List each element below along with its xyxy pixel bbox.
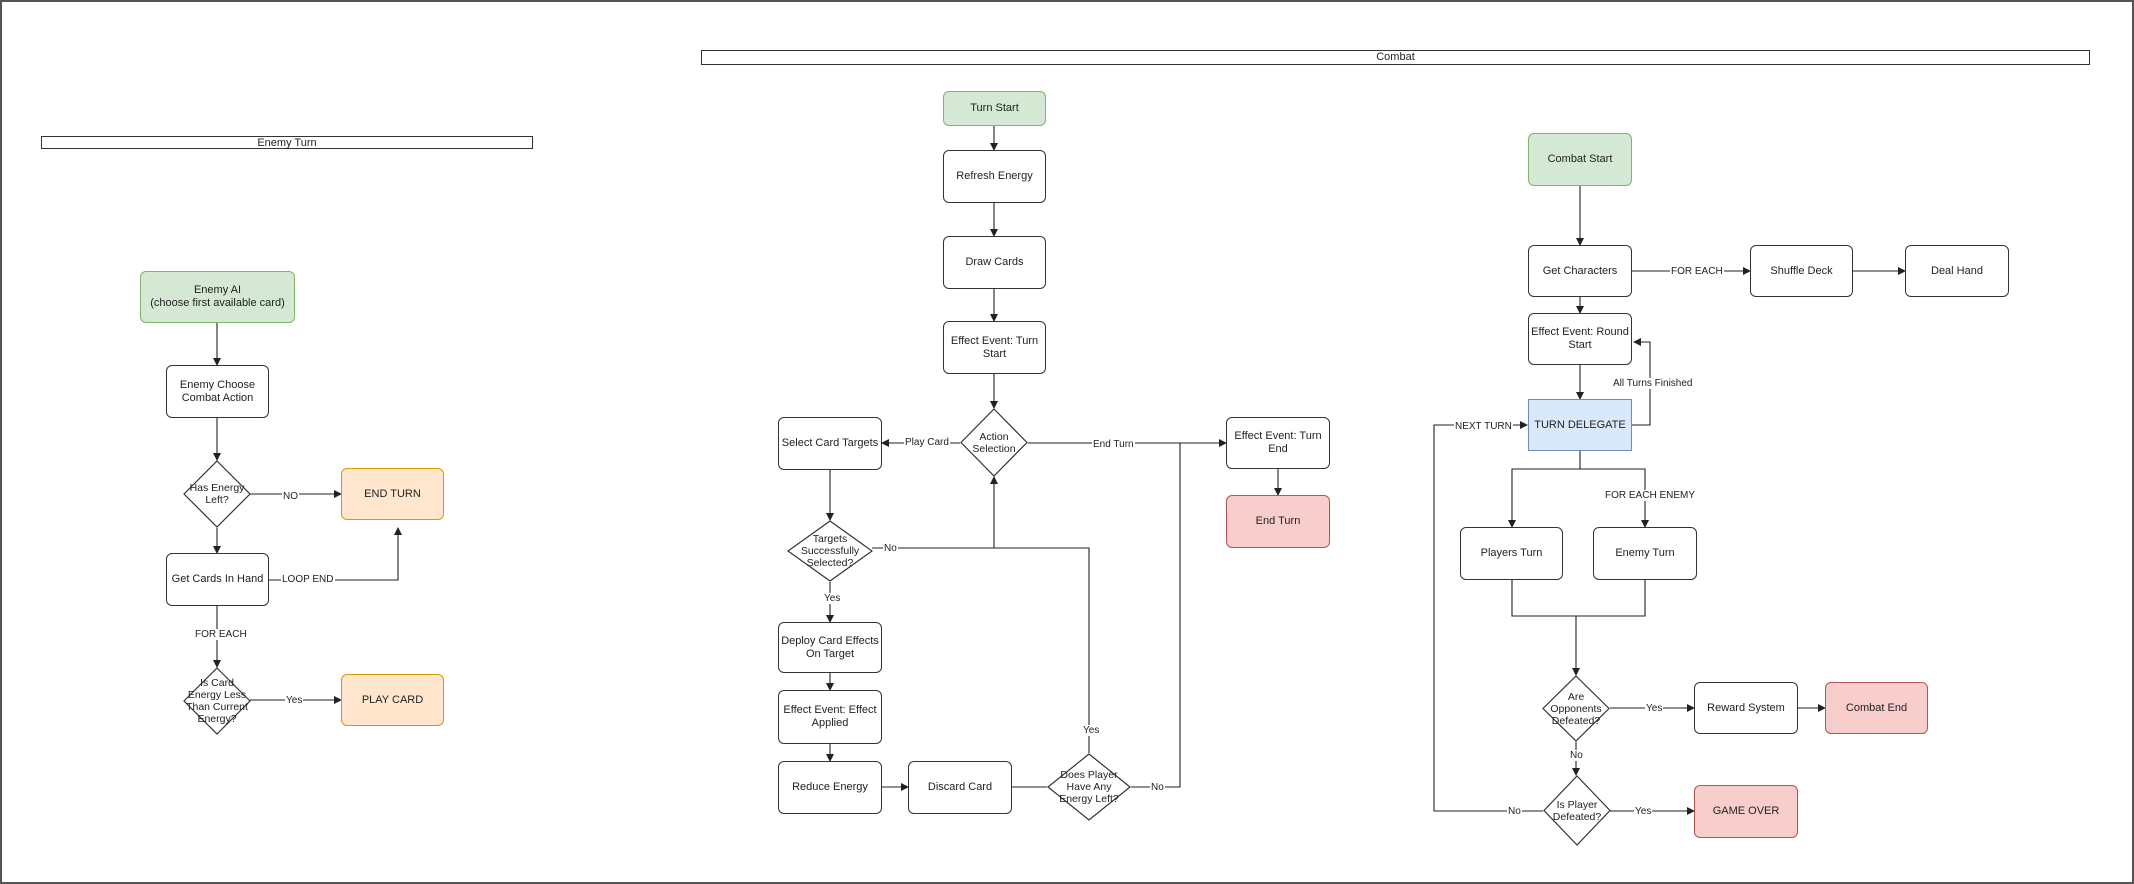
- node-players-turn[interactable]: Players Turn: [1460, 527, 1563, 580]
- node-effect-event-round-start[interactable]: Effect Event: Round Start: [1528, 313, 1632, 365]
- node-reduce-energy[interactable]: Reduce Energy: [778, 761, 882, 814]
- decision-is-card-energy-less[interactable]: Is Card Energy Less Than Current Energy?: [183, 667, 251, 735]
- node-deal-hand[interactable]: Deal Hand: [1905, 245, 2009, 297]
- node-reward-system[interactable]: Reward System: [1694, 682, 1798, 734]
- decision-label: Targets Successfully Selected?: [800, 533, 860, 569]
- decision-player-has-energy[interactable]: Does Player Have Any Energy Left?: [1047, 753, 1131, 821]
- node-select-card-targets[interactable]: Select Card Targets: [778, 417, 882, 470]
- edge-label-end-turn: End Turn: [1092, 439, 1135, 450]
- edge-targets-no: [872, 476, 998, 549]
- node-deploy-card-effects[interactable]: Deploy Card Effects On Target: [778, 622, 882, 673]
- node-refresh-energy[interactable]: Refresh Energy: [943, 150, 1046, 203]
- edge-label-energy-no: No: [1150, 782, 1165, 793]
- node-end-turn-enemy[interactable]: END TURN: [341, 468, 444, 520]
- node-discard-card[interactable]: Discard Card: [908, 761, 1012, 814]
- edge-label-opponents-no: No: [1569, 750, 1584, 761]
- node-shuffle-deck[interactable]: Shuffle Deck: [1750, 245, 1853, 297]
- edge-label-energy-yes: Yes: [1082, 725, 1101, 736]
- decision-label: Is Card Energy Less Than Current Energy?: [186, 677, 248, 725]
- node-effect-event-effect-applied[interactable]: Effect Event: Effect Applied: [778, 690, 882, 744]
- edge-label-player-defeated-no: No: [1507, 806, 1522, 817]
- node-enemy-turn[interactable]: Enemy Turn: [1593, 527, 1697, 580]
- edge-label-targets-yes: Yes: [823, 593, 842, 604]
- edge-label-player-defeated-yes: Yes: [1634, 806, 1653, 817]
- section-enemy-turn: Enemy Turn: [41, 136, 533, 149]
- decision-label: Are Opponents Defeated?: [1550, 690, 1602, 727]
- decision-action-selection[interactable]: Action Selection: [960, 408, 1028, 477]
- node-turn-start[interactable]: Turn Start: [943, 91, 1046, 126]
- edge-delegate-split: [1508, 451, 1581, 528]
- node-play-card[interactable]: PLAY CARD: [341, 674, 444, 726]
- edge-label-yes: Yes: [285, 695, 304, 706]
- node-draw-cards[interactable]: Draw Cards: [943, 236, 1046, 289]
- edge-label-for-each: FOR EACH: [194, 629, 248, 640]
- edge-delegate-enemy: [1580, 468, 1649, 528]
- edge-label-for-each-enemy: FOR EACH ENEMY: [1604, 490, 1697, 501]
- decision-label: Action Selection: [972, 430, 1016, 455]
- node-enemy-choose-combat-action[interactable]: Enemy Choose Combat Action: [166, 365, 269, 418]
- node-effect-event-turn-start[interactable]: Effect Event: Turn Start: [943, 321, 1046, 374]
- edge-loop-end: [269, 527, 402, 581]
- node-get-cards-in-hand[interactable]: Get Cards In Hand: [166, 553, 269, 606]
- edge-merge: [1511, 580, 1646, 675]
- edge-label-no: NO: [282, 491, 299, 502]
- node-combat-start[interactable]: Combat Start: [1528, 133, 1632, 186]
- edge-label-loop-end: LOOP END: [281, 574, 335, 585]
- decision-targets-selected[interactable]: Targets Successfully Selected?: [787, 520, 873, 582]
- node-enemy-ai[interactable]: Enemy AI (choose first available card): [140, 271, 295, 323]
- edge-label-next-turn: NEXT TURN: [1454, 421, 1513, 432]
- edge-label-targets-no: No: [883, 543, 898, 554]
- section-combat: Combat: [701, 50, 2090, 65]
- decision-player-defeated[interactable]: Is Player Defeated?: [1543, 775, 1611, 846]
- node-get-characters[interactable]: Get Characters: [1528, 245, 1632, 297]
- edge-label-all-turns-finished: All Turns Finished: [1612, 378, 1694, 389]
- decision-opponents-defeated[interactable]: Are Opponents Defeated?: [1542, 675, 1610, 742]
- edge-energy-yes-loop: [994, 547, 1090, 753]
- edge-label-for-each-characters: FOR EACH: [1670, 266, 1724, 277]
- decision-label: Is Player Defeated?: [1552, 798, 1602, 823]
- node-end-turn-player[interactable]: End Turn: [1226, 495, 1330, 548]
- node-game-over[interactable]: GAME OVER: [1694, 785, 1798, 838]
- decision-label: Does Player Have Any Energy Left?: [1059, 769, 1119, 805]
- edge-label-play-card: Play Card: [904, 437, 950, 448]
- decision-label: Has Energy Left?: [189, 482, 245, 506]
- node-combat-end[interactable]: Combat End: [1825, 682, 1928, 734]
- decision-has-energy-left[interactable]: Has Energy Left?: [183, 460, 251, 528]
- edge-next-turn: [1433, 421, 1543, 812]
- node-effect-event-turn-end[interactable]: Effect Event: Turn End: [1226, 417, 1330, 469]
- edge-energy-no-end: [1131, 443, 1181, 788]
- edge-label-opponents-yes: Yes: [1645, 703, 1664, 714]
- node-turn-delegate[interactable]: TURN DELEGATE: [1528, 399, 1632, 451]
